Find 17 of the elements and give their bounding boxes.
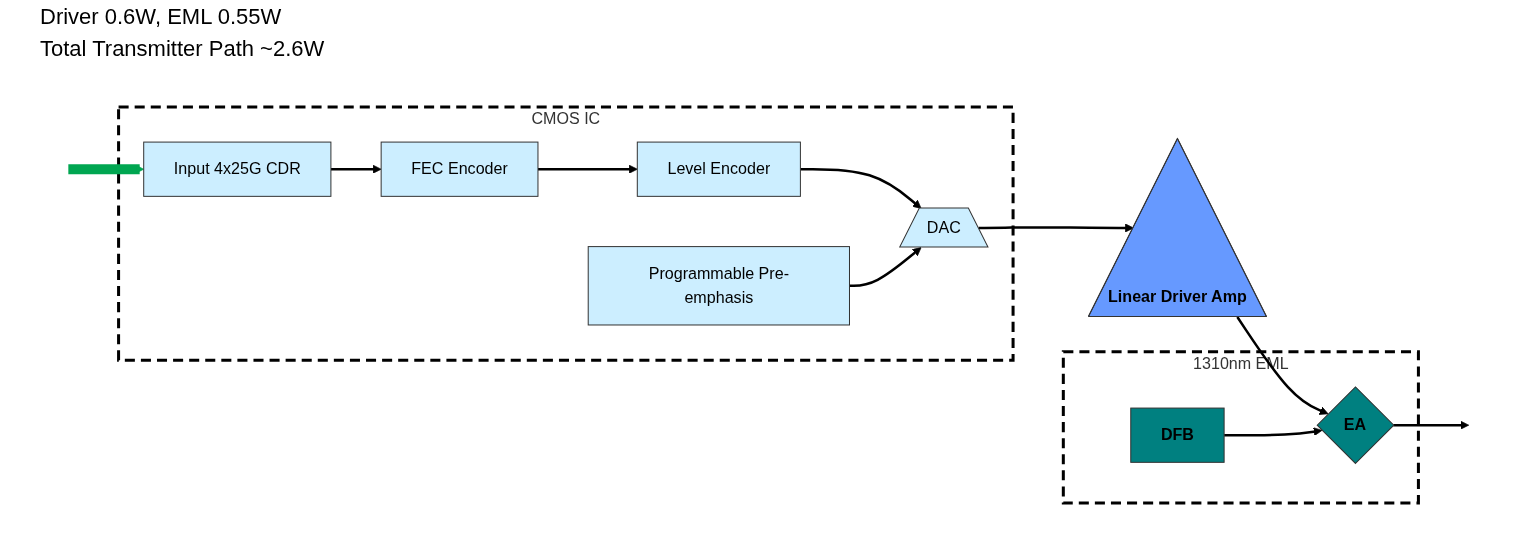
arrow [1224,427,1323,437]
node-box: FEC Encoder [380,141,539,197]
arrow [330,164,382,174]
note-text: Total Transmitter Path ~2.6W [40,36,325,62]
arrow [1393,420,1470,430]
node-box: Level Encoder [636,141,801,197]
node-box: DFB [1130,407,1225,463]
node-box: Input 4x25G CDR [143,141,332,197]
arrow [537,164,638,174]
arrow [67,164,145,175]
node-box: Programmable Pre-emphasis [587,246,850,326]
arrow [849,247,922,288]
note-text: Driver 0.6W, EML 0.55W [40,4,283,30]
arrow [800,167,922,209]
arrow [1236,316,1329,415]
node-diamond: EA [1316,386,1395,464]
arrow [978,223,1134,233]
